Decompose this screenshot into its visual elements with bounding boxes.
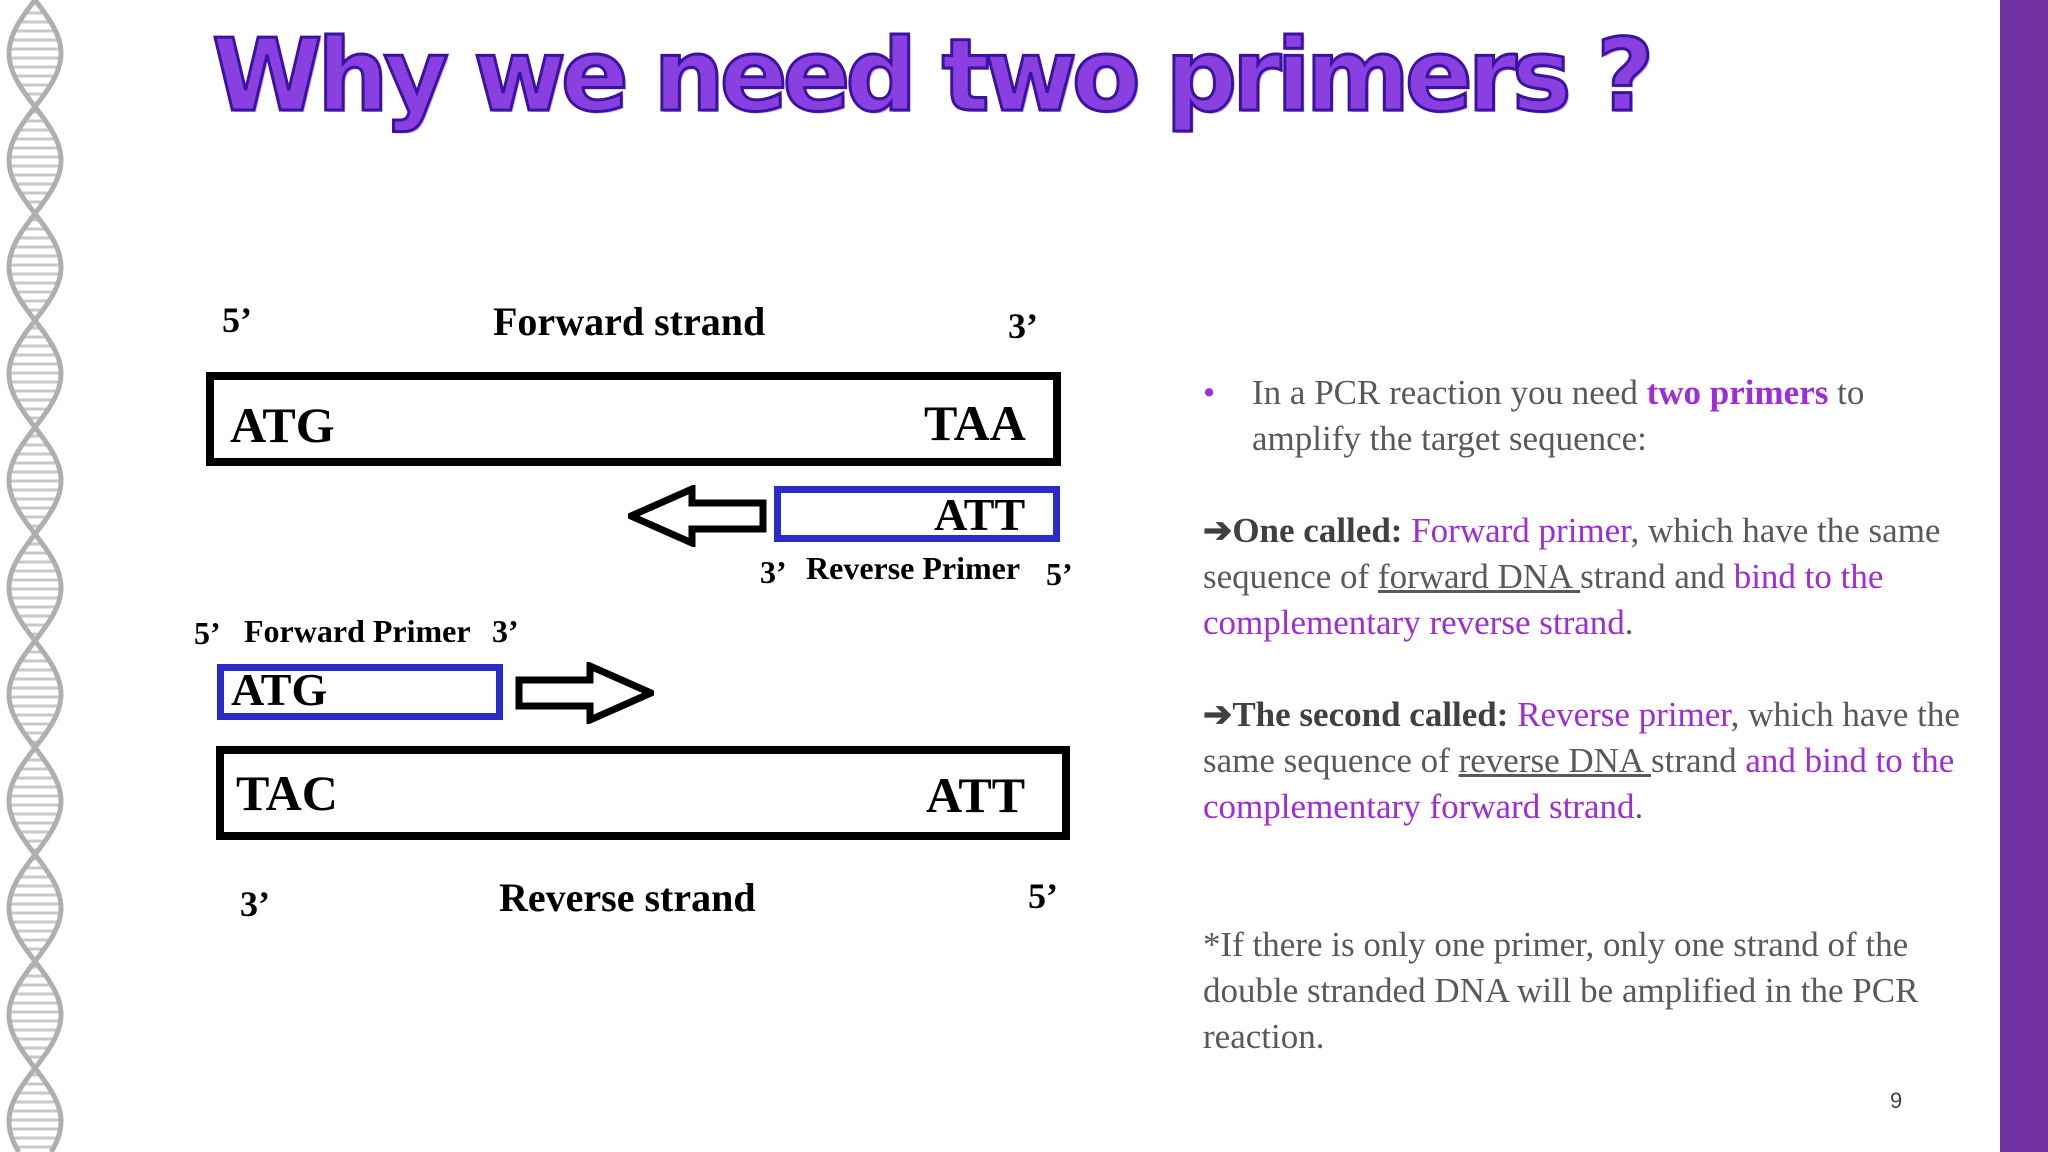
forward-primer-three-prime: 3’ — [492, 613, 519, 649]
bottom-three-prime-label: 3’ — [240, 884, 270, 924]
arrow-icon: ➔ — [1203, 695, 1233, 734]
reverse-primer-box — [774, 486, 1060, 542]
reverse-primer-five-prime: 5’ — [1046, 556, 1073, 592]
accent-bar — [2000, 0, 2048, 1152]
forward-primer-seq: ATG — [231, 664, 328, 715]
top-three-prime-label: 3’ — [1008, 306, 1038, 346]
reverse-strand-box — [216, 746, 1070, 840]
reverse-strand-start-seq: TAC — [236, 765, 338, 821]
forward-strand-box — [206, 372, 1061, 466]
reverse-primer-paragraph: ➔The second called: Reverse primer, whic… — [1203, 695, 1960, 826]
reverse-strand-end-seq: ATT — [926, 767, 1026, 823]
top-five-prime-label: 5’ — [222, 300, 252, 340]
page-number: 9 — [1890, 1088, 1903, 1113]
dna-backbone — [6, 0, 64, 1152]
intro-bullet: •In a PCR reaction you need two primers … — [1203, 370, 1963, 462]
forward-primer-paragraph: ➔One called: Forward primer, which have … — [1203, 511, 1941, 642]
single-primer-note: *If there is only one primer, only one s… — [1203, 925, 1919, 1056]
bottom-five-prime-label: 5’ — [1028, 876, 1058, 916]
forward-strand-label: Forward strand — [493, 299, 766, 344]
bullet-icon: • — [1203, 373, 1216, 412]
dna-helix-border — [6, 0, 64, 1152]
forward-strand-start-seq: ATG — [230, 397, 335, 453]
arrow-icon: ➔ — [1203, 511, 1233, 550]
reverse-primer-seq: ATT — [934, 489, 1026, 540]
forward-strand-end-seq: TAA — [924, 395, 1026, 451]
reverse-primer-three-prime: 3’ — [760, 554, 787, 590]
reverse-primer-label: Reverse Primer — [806, 550, 1021, 586]
slide-title: Why we need two primers ? — [210, 17, 1655, 135]
forward-primer-label: Forward Primer — [244, 613, 471, 649]
explanation-text: •In a PCR reaction you need two primers … — [1203, 370, 1963, 1060]
reverse-strand-label: Reverse strand — [499, 875, 756, 920]
left-arrow-icon — [628, 485, 767, 547]
forward-primer-box — [217, 664, 503, 720]
forward-primer-five-prime: 5’ — [194, 615, 221, 651]
dna-backbone — [6, 0, 64, 1152]
right-arrow-icon — [515, 662, 654, 724]
